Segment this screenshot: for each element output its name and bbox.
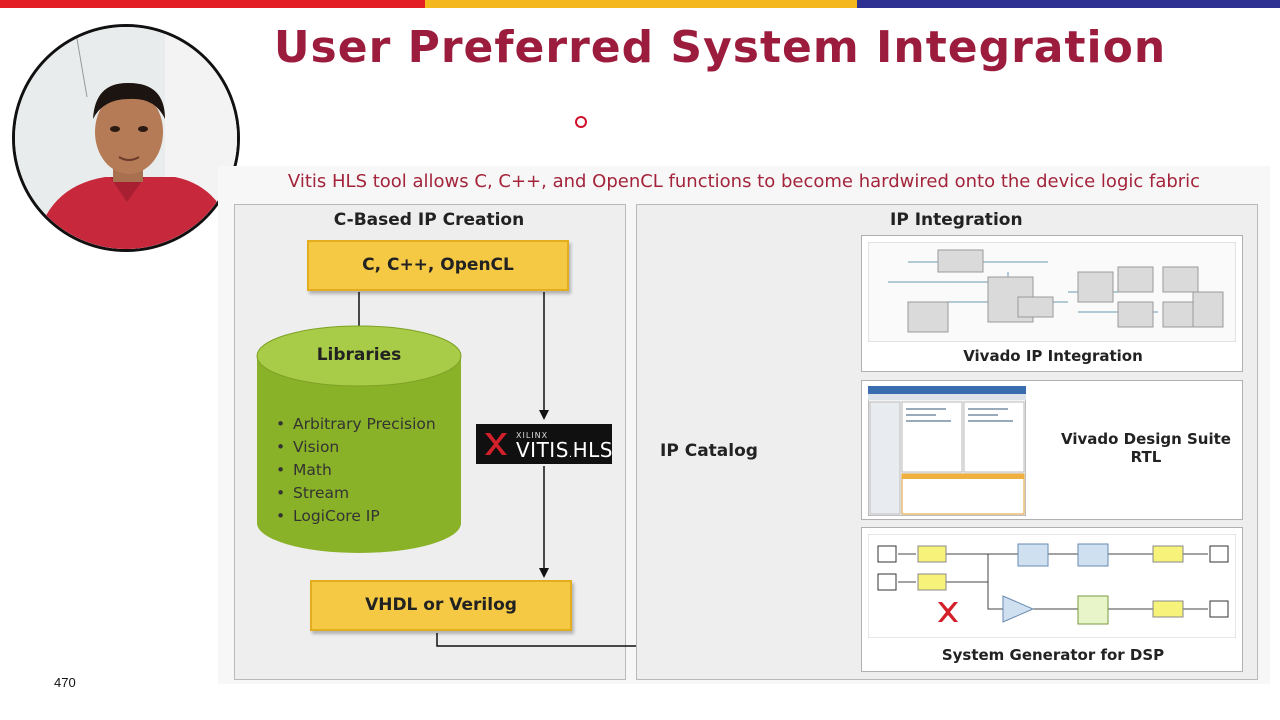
output-hdl-box: VHDL or Verilog	[310, 580, 572, 631]
xilinx-brand: XILINX	[516, 431, 549, 440]
libraries-title: Libraries	[316, 345, 402, 365]
top-bar-yellow	[425, 0, 857, 8]
library-item: Stream	[276, 482, 436, 505]
vivado-design-suite-card: Vivado Design Suite RTL	[861, 380, 1243, 520]
top-bar-red	[0, 0, 425, 8]
vivado-ip-integration-caption: Vivado IP Integration	[963, 347, 1143, 365]
ide-window-thumbnail	[868, 386, 1026, 516]
library-item: Arbitrary Precision	[276, 413, 436, 436]
top-bar-blue	[857, 0, 1280, 8]
library-item: Vision	[276, 436, 436, 459]
diagram-subtitle: Vitis HLS tool allows C, C++, and OpenCL…	[287, 171, 1201, 192]
laser-pointer-dot	[575, 116, 587, 128]
vitis-hls-text: VITIS.HLS	[516, 438, 613, 462]
library-item: Math	[276, 459, 436, 482]
xilinx-x-logo-icon	[485, 433, 507, 455]
c-based-ip-creation-title: C-Based IP Creation	[333, 210, 525, 230]
block-diagram-thumbnail	[868, 242, 1236, 342]
ip-catalog-label: IP Catalog	[660, 441, 758, 461]
libraries-list: Arbitrary Precision Vision Math Stream L…	[276, 413, 436, 528]
ip-integration-title: IP Integration	[890, 210, 1023, 230]
system-generator-caption: System Generator for DSP	[941, 646, 1165, 664]
vivado-ip-integration-card: Vivado IP Integration	[861, 235, 1243, 372]
source-languages-box: C, C++, OpenCL	[307, 240, 569, 291]
vitis-hls-logo: XILINX VITIS.HLS	[476, 424, 612, 464]
slide-number: 470	[54, 675, 76, 690]
library-item: LogiCore IP	[276, 505, 436, 528]
system-generator-card: System Generator for DSP	[861, 527, 1243, 672]
vivado-design-suite-caption: Vivado Design Suite RTL	[1061, 430, 1231, 466]
simulink-model-thumbnail	[868, 534, 1236, 638]
slide-title: User Preferred System Integration	[273, 22, 1167, 73]
